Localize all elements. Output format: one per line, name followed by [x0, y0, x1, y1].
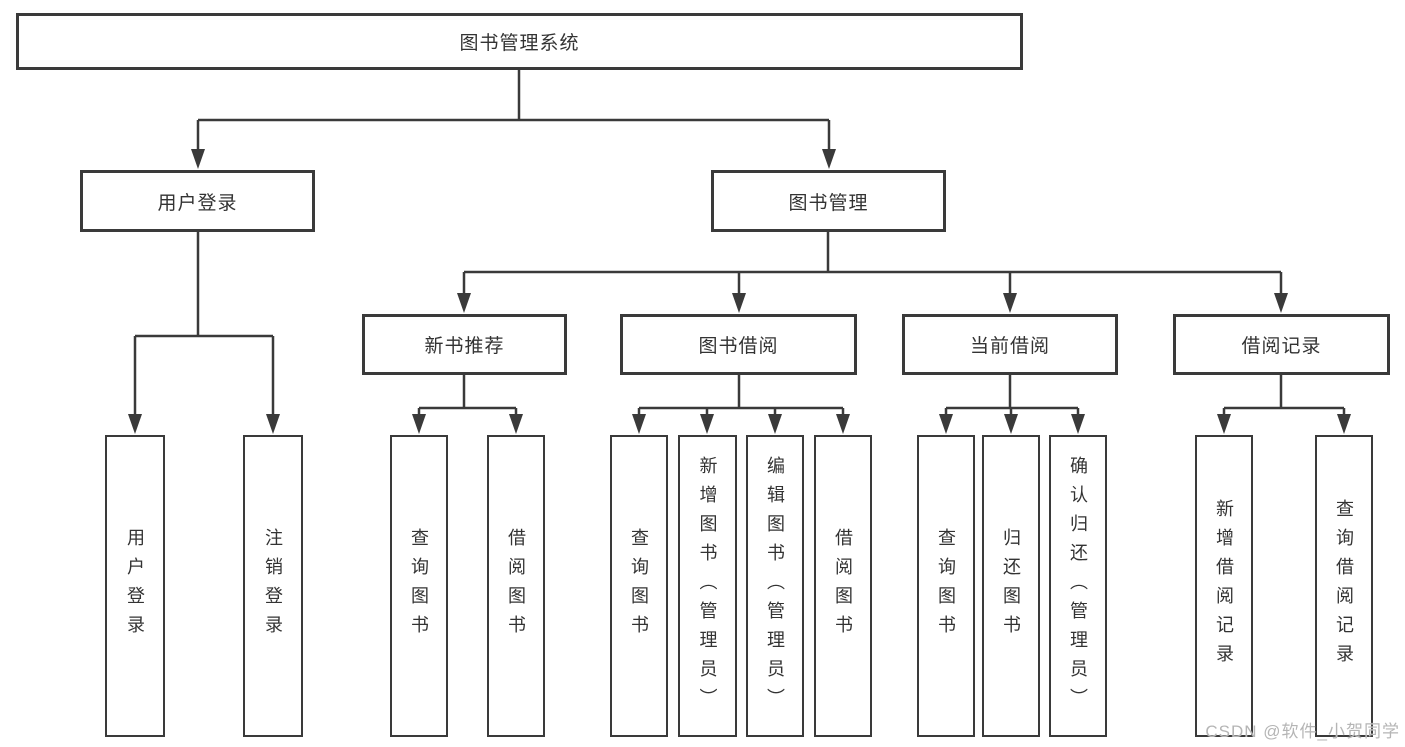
node-book-management: 图书管理 [711, 170, 946, 232]
arrowhead-icon [939, 414, 953, 434]
node-book-borrow: 图书借阅 [620, 314, 857, 375]
leaf-return-books: 归还图书 [982, 435, 1040, 737]
leaf-user-login: 用户登录 [105, 435, 165, 737]
node-user-login: 用户登录 [80, 170, 315, 232]
node-label: 借阅记录 [1241, 336, 1322, 357]
node-label: 新书推荐 [424, 336, 505, 357]
node-label: 图书管理系统 [459, 33, 580, 54]
leaf-label: 新增图书（管理员） [697, 455, 718, 717]
arrowhead-icon [732, 293, 746, 313]
node-root-library-system: 图书管理系统 [16, 13, 1023, 70]
node-new-book-recommend: 新书推荐 [362, 314, 567, 375]
arrowhead-icon [836, 414, 850, 434]
leaf-borrow-books: 借阅图书 [814, 435, 872, 737]
arrowhead-icon [632, 414, 646, 434]
leaf-label: 查询图书 [409, 528, 429, 644]
leaf-query-borrow-record: 查询借阅记录 [1315, 435, 1373, 737]
leaf-label: 借阅图书 [833, 528, 853, 644]
arrowhead-icon [1004, 414, 1018, 434]
arrowhead-icon [1217, 414, 1231, 434]
csdn-watermark: CSDN @软件_小贺同学 [1205, 722, 1400, 741]
node-label: 用户登录 [157, 192, 238, 214]
arrowhead-icon [1274, 293, 1288, 313]
leaf-label: 用户登录 [125, 528, 145, 644]
leaf-label: 借阅图书 [506, 528, 526, 644]
leaf-edit-books-admin: 编辑图书（管理员） [746, 435, 804, 737]
leaf-label: 查询图书 [936, 528, 956, 644]
arrowhead-icon [266, 414, 280, 434]
leaf-logout: 注销登录 [243, 435, 303, 737]
leaf-query-books-current: 查询图书 [917, 435, 975, 737]
arrowhead-icon [822, 149, 836, 169]
node-borrow-records: 借阅记录 [1173, 314, 1390, 375]
arrowhead-icon [700, 414, 714, 434]
arrowhead-icon [1337, 414, 1351, 434]
leaf-label: 查询图书 [629, 528, 649, 644]
leaf-label: 归还图书 [1001, 528, 1021, 644]
node-label: 图书管理 [788, 192, 869, 214]
arrowhead-icon [191, 149, 205, 169]
leaf-label: 查询借阅记录 [1334, 499, 1354, 673]
leaf-query-books-borrow: 查询图书 [610, 435, 668, 737]
arrowhead-icon [457, 293, 471, 313]
arrowhead-icon [412, 414, 426, 434]
leaf-borrow-books-recommend: 借阅图书 [487, 435, 545, 737]
node-label: 当前借阅 [969, 336, 1050, 357]
leaf-confirm-return-admin: 确认归还（管理员） [1049, 435, 1107, 737]
node-label: 图书借阅 [698, 336, 779, 357]
leaf-label: 新增借阅记录 [1214, 499, 1234, 673]
leaf-query-books-recommend: 查询图书 [390, 435, 448, 737]
arrowhead-icon [1071, 414, 1085, 434]
leaf-label: 注销登录 [263, 528, 283, 644]
leaf-label: 编辑图书（管理员） [765, 455, 785, 717]
arrowhead-icon [128, 414, 142, 434]
node-current-borrow: 当前借阅 [902, 314, 1118, 375]
arrowhead-icon [509, 414, 523, 434]
arrowhead-icon [768, 414, 782, 434]
leaf-add-borrow-record: 新增借阅记录 [1195, 435, 1253, 737]
leaf-add-books-admin: 新增图书（管理员） [678, 435, 737, 737]
leaf-label: 确认归还（管理员） [1068, 455, 1088, 717]
arrowhead-icon [1003, 293, 1017, 313]
